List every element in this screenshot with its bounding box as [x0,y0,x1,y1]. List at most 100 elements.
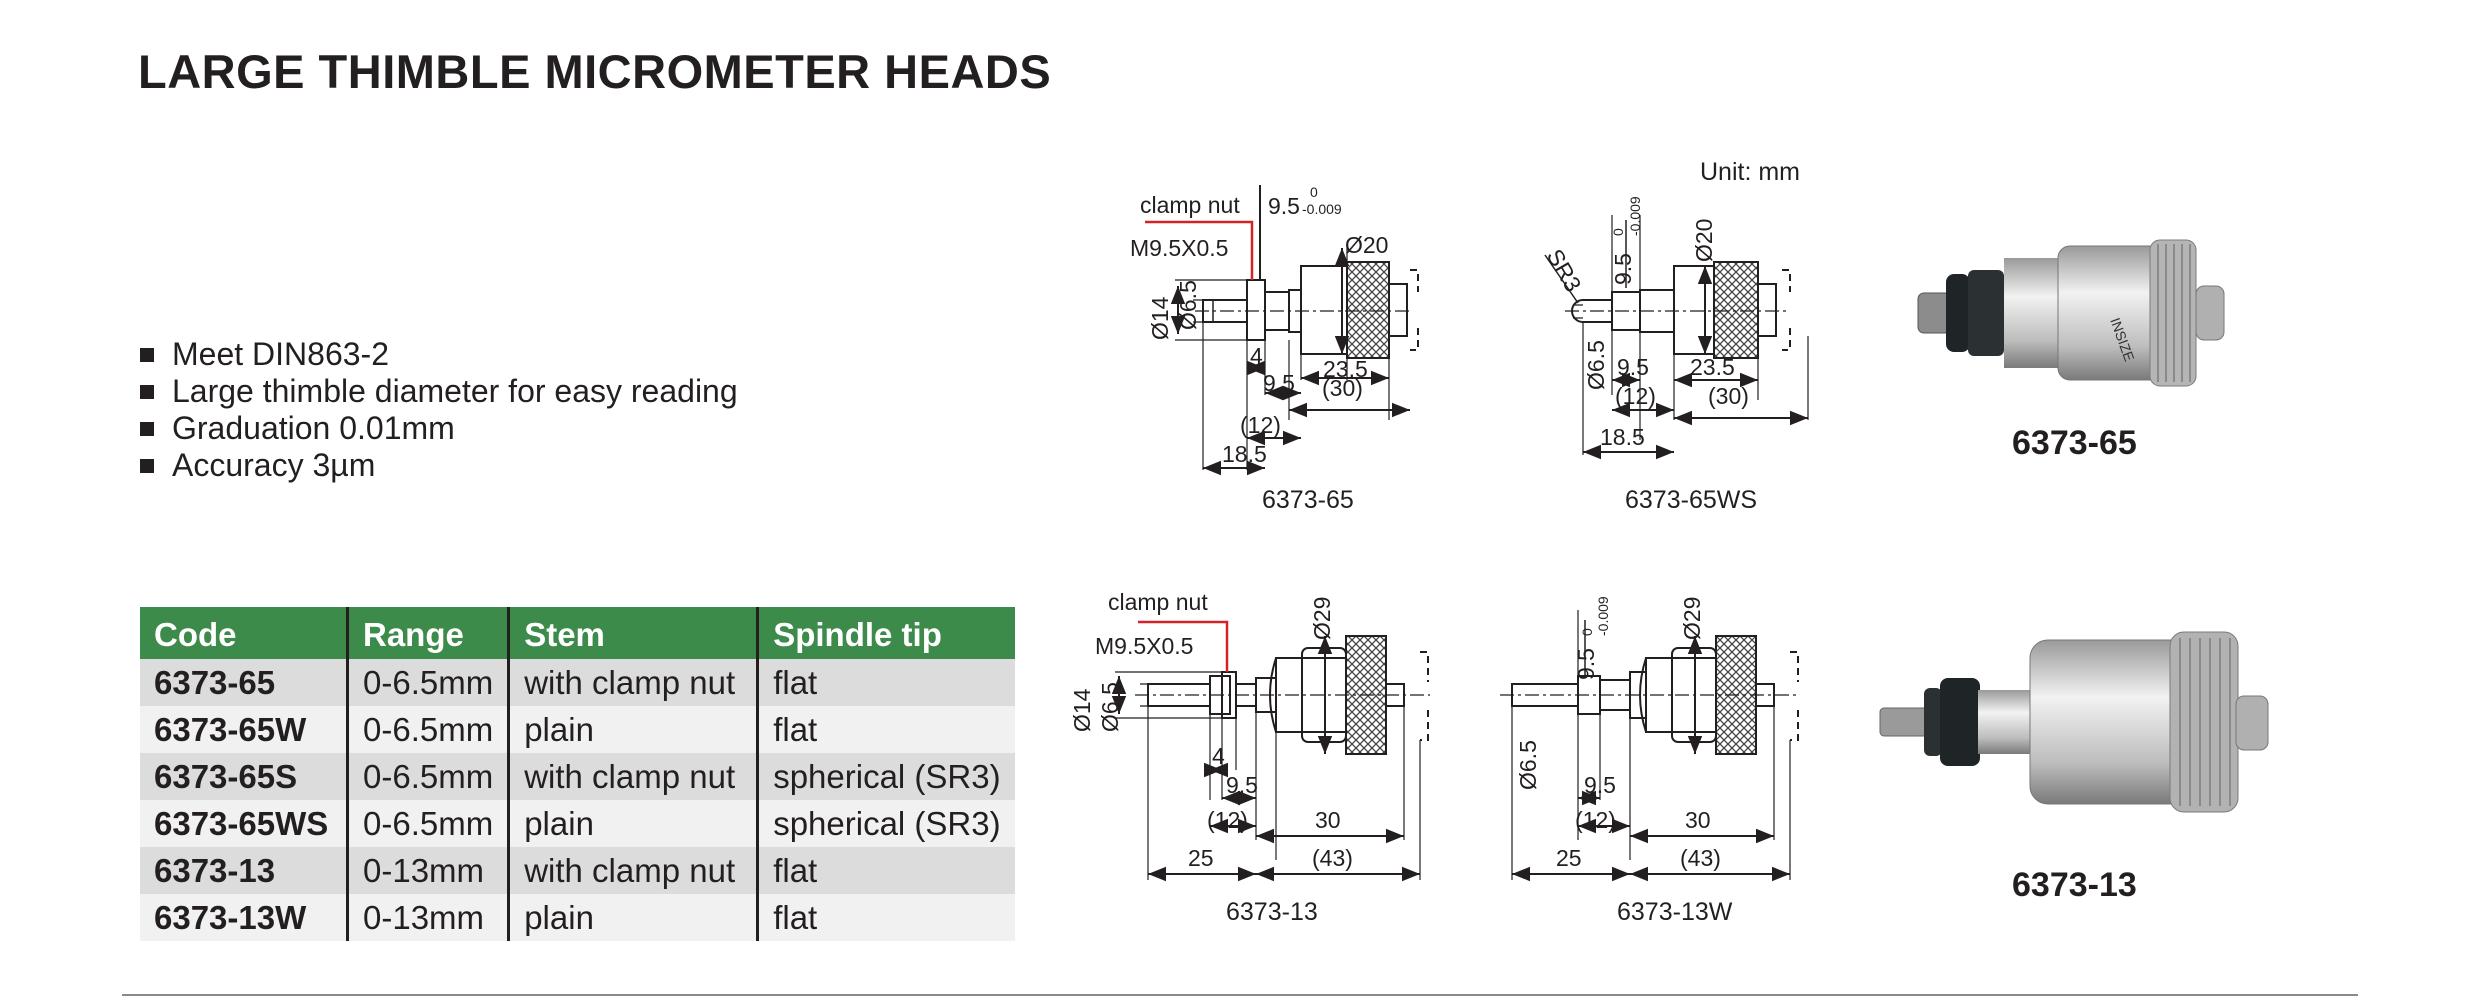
cell-spindle-tip: spherical (SR3) [756,753,1015,800]
drawing-6373-13 [1111,620,1430,882]
drawing-6373-13w [1500,610,1800,882]
cell-stem: with clamp nut [507,847,758,894]
label-outer-dia: Ø14 [1147,296,1173,340]
label-thimble-dia: Ø29 [1309,597,1335,640]
dim-30: (30) [1322,375,1363,401]
label-tol-bot: -0.009 [1595,596,1611,636]
bullet-square-icon [140,458,154,473]
drawing-6373-65ws [1544,215,1809,460]
label-thread: M9.5X0.5 [1130,235,1228,261]
dim-12: (12) [1207,807,1248,833]
cell-range: 0-13mm [345,847,509,894]
dim-18-5: 18.5 [1600,424,1645,450]
label-sr3: SR3 [1542,245,1587,297]
dim-30: 30 [1315,807,1341,833]
cell-stem: plain [507,800,758,847]
label-inner-dia: Ø6.5 [1097,682,1123,732]
cell-spindle-tip: flat [756,847,1015,894]
cell-code: 6373-65WS [140,800,348,847]
feature-item: Meet DIN863-2 [140,336,738,373]
dim-23-5: 23.5 [1323,356,1368,382]
label-stem-dia: 9.5 [1573,648,1599,680]
label-stem-dia: 9.5 [1610,253,1636,285]
col-header-spindle-tip: Spindle tip [756,607,1015,659]
cell-stem: plain [507,706,758,753]
cell-spindle-tip: flat [756,706,1015,753]
cell-stem: plain [507,894,758,941]
cell-stem: with clamp nut [507,659,758,706]
bullet-square-icon [140,384,154,399]
label-thimble-dia: Ø29 [1679,597,1705,640]
cell-code: 6373-13W [140,894,348,941]
col-header-stem: Stem [507,607,758,659]
dim-9-5: 9.5 [1226,772,1258,798]
dim-12: (12) [1240,412,1281,438]
product-caption: 6373-65 [2012,424,2137,462]
dim-9-5: 9.5 [1584,772,1616,798]
cell-range: 0-6.5mm [345,753,509,800]
label-thread: M9.5X0.5 [1095,633,1193,659]
feature-item: Graduation 0.01mm [140,410,738,447]
label-inner-dia: Ø6.5 [1515,740,1541,790]
bullet-square-icon [140,421,154,436]
cell-stem: with clamp nut [507,753,758,800]
bullet-square-icon [140,347,154,362]
dim-30: (30) [1708,383,1749,409]
cell-code: 6373-13 [140,847,348,894]
bottom-divider [122,994,2358,996]
label-clamp-nut: clamp nut [1108,589,1208,615]
drawing-caption: 6373-13 [1226,898,1318,926]
cell-code: 6373-65 [140,659,348,706]
dim-43: (43) [1312,845,1353,871]
dim-30: 30 [1685,807,1711,833]
table-header-row: Code Range Stem Spindle tip [140,607,1015,659]
label-thimble-dia: Ø20 [1691,219,1717,262]
product-photo-6373-13 [1879,631,2269,813]
label-tol-top: 0 [1310,184,1318,200]
drawing-caption: 6373-13W [1617,898,1733,926]
label-tol-bot: -0.009 [1627,196,1643,236]
label-clamp-nut: clamp nut [1140,192,1240,218]
label-inner-dia: Ø6.5 [1583,340,1609,390]
dim-4: 4 [1212,743,1225,769]
dim-18-5: 18.5 [1222,441,1267,467]
dim-23-5: 23.5 [1690,354,1735,380]
label-thimble-dia: Ø20 [1345,232,1388,258]
page-title: LARGE THIMBLE MICROMETER HEADS [138,45,1052,98]
dim-43: (43) [1680,845,1721,871]
drawing-6373-65 [1145,185,1419,476]
cell-spindle-tip: flat [756,894,1015,941]
unit-label: Unit: mm [1700,158,1800,186]
cell-range: 0-6.5mm [345,659,509,706]
col-header-range: Range [345,607,509,659]
dim-9-5: 9.5 [1263,370,1295,396]
cell-range: 0-13mm [345,894,509,941]
col-header-code: Code [140,607,348,659]
product-photo-6373-65: INSIZE [1917,239,2225,387]
label-stem-dia: 9.5 [1268,193,1300,219]
cell-spindle-tip: spherical (SR3) [756,800,1015,847]
cell-code: 6373-65W [140,706,348,753]
dim-25: 25 [1556,845,1582,871]
cell-spindle-tip: flat [756,659,1015,706]
dim-9-5: 9.5 [1617,354,1649,380]
dim-25: 25 [1188,845,1214,871]
label-tol-top: 0 [1579,628,1595,636]
dim-4: 4 [1250,343,1263,369]
label-outer-dia: Ø14 [1069,688,1095,732]
feature-item: Large thimble diameter for easy reading [140,373,738,410]
cell-range: 0-6.5mm [345,800,509,847]
dim-12: (12) [1615,383,1656,409]
label-inner-dia: Ø6.5 [1175,280,1201,330]
product-caption: 6373-13 [2012,866,2137,904]
feature-list: Meet DIN863-2 Large thimble diameter for… [140,336,738,484]
label-tol-top: 0 [1610,228,1626,236]
